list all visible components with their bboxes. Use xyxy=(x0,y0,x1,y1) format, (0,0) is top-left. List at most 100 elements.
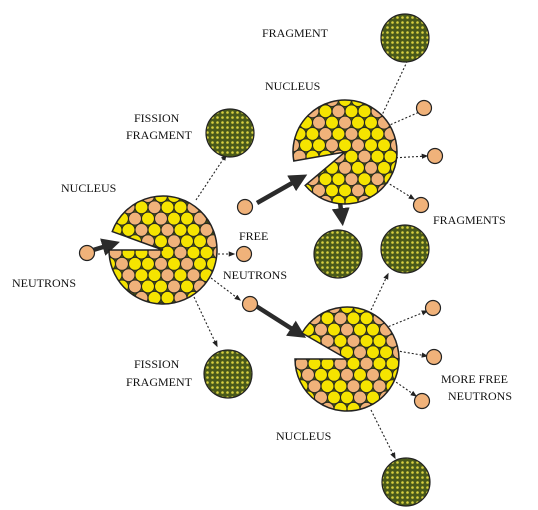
proton-in-nucleus xyxy=(293,115,300,130)
proton-in-nucleus xyxy=(390,115,398,130)
neutron-in-nucleus xyxy=(167,279,181,294)
proton-in-nucleus xyxy=(193,196,207,203)
nucleus-upper xyxy=(274,99,417,220)
neutron-in-nucleus xyxy=(206,302,217,305)
proton-in-nucleus xyxy=(390,183,398,198)
neutron-in-nucleus xyxy=(299,161,313,175)
proton-in-nucleus xyxy=(383,149,398,164)
proton-in-nucleus xyxy=(109,200,110,214)
neutron-in-nucleus xyxy=(338,161,352,175)
free-neutron-4 xyxy=(415,99,433,117)
proton-in-nucleus xyxy=(385,356,400,371)
proton-in-nucleus xyxy=(392,322,400,337)
proton-in-nucleus xyxy=(141,279,155,294)
proton-in-nucleus xyxy=(293,195,294,205)
proton-in-nucleus xyxy=(377,100,391,107)
proton-in-nucleus xyxy=(160,245,175,260)
proton-in-nucleus xyxy=(147,223,162,237)
proton-in-nucleus xyxy=(370,195,385,205)
proton-in-nucleus xyxy=(379,368,393,382)
neutron-in-nucleus xyxy=(357,149,372,164)
arrow-down-upper xyxy=(331,201,350,227)
label-fission-fragment-top-line1: FISSION xyxy=(134,111,180,125)
label-fragment-top: FRAGMENT xyxy=(262,26,329,40)
proton-in-nucleus xyxy=(274,207,287,220)
neutron-in-nucleus xyxy=(318,127,333,141)
proton-in-nucleus xyxy=(276,414,289,427)
neutron-in-nucleus xyxy=(300,207,313,220)
proton-in-nucleus xyxy=(346,356,361,371)
nucleus-lower xyxy=(276,301,419,427)
neutron-in-nucleus xyxy=(109,291,123,305)
arrow-to-upper-nucleus xyxy=(255,174,308,205)
proton-in-nucleus xyxy=(315,414,328,427)
nucleus-lower-nucleons xyxy=(276,301,419,427)
fragment-top xyxy=(380,13,430,63)
proton-in-nucleus xyxy=(109,211,116,226)
proton-in-nucleus xyxy=(346,402,361,411)
proton-in-nucleus xyxy=(344,149,359,164)
free-neutron-3 xyxy=(241,295,259,313)
neutron-in-nucleus xyxy=(326,207,339,220)
neutron-in-nucleus xyxy=(293,195,307,205)
proton-in-nucleus xyxy=(293,149,294,164)
proton-in-nucleus xyxy=(353,322,367,337)
neutron-in-nucleus xyxy=(353,390,367,405)
proton-in-nucleus xyxy=(134,268,149,282)
neutron-in-nucleus xyxy=(206,196,217,203)
free-neutron-6 xyxy=(412,196,430,214)
label-nucleus-top: NUCLEUS xyxy=(265,79,321,93)
neutron-in-nucleus xyxy=(396,149,398,164)
neutron-in-nucleus xyxy=(340,368,354,382)
proton-in-nucleus xyxy=(312,161,326,175)
proton-in-nucleus xyxy=(147,291,162,305)
proton-in-nucleus xyxy=(338,138,352,152)
proton-in-nucleus xyxy=(351,115,365,130)
proton-in-nucleus xyxy=(378,207,391,220)
proton-in-nucleus xyxy=(276,346,289,359)
proton-in-nucleus xyxy=(341,414,354,427)
proton-in-nucleus xyxy=(115,279,129,294)
proton-in-nucleus xyxy=(167,211,181,226)
proton-in-nucleus xyxy=(121,291,136,305)
fragment-bottom xyxy=(381,457,431,507)
proton-in-nucleus xyxy=(167,257,181,271)
proton-in-nucleus xyxy=(327,368,341,382)
proton-in-nucleus xyxy=(154,196,168,203)
neutron-in-nucleus xyxy=(359,356,374,371)
proton-in-nucleus xyxy=(293,104,307,118)
neutron-in-nucleus xyxy=(353,345,367,359)
proton-in-nucleus xyxy=(377,161,391,175)
neutron-in-nucleus xyxy=(154,211,168,226)
proton-in-nucleus xyxy=(121,223,136,237)
neutron-in-nucleus xyxy=(333,311,348,325)
arrow-to-lower-nucleus xyxy=(254,304,307,338)
neutron-in-nucleus xyxy=(393,414,406,427)
neutron-in-nucleus xyxy=(328,414,341,427)
proton-in-nucleus xyxy=(406,301,419,314)
proton-in-nucleus xyxy=(370,127,385,141)
neutron-in-nucleus xyxy=(134,223,149,237)
neutron-in-nucleus xyxy=(372,379,387,393)
proton-in-nucleus xyxy=(372,402,387,411)
proton-in-nucleus xyxy=(193,257,207,271)
proton-in-nucleus xyxy=(186,245,201,260)
neutron-in-nucleus xyxy=(109,268,110,282)
connector-line-1 xyxy=(195,153,227,201)
neutron-in-nucleus xyxy=(109,279,116,294)
proton-in-nucleus xyxy=(380,414,393,427)
nucleus-upper-outline xyxy=(292,99,398,205)
proton-in-nucleus xyxy=(141,257,155,271)
neutron-in-nucleus xyxy=(173,245,188,260)
proton-in-nucleus xyxy=(295,402,296,411)
proton-in-nucleus xyxy=(312,138,326,152)
proton-in-nucleus xyxy=(128,302,142,305)
proton-in-nucleus xyxy=(141,211,155,226)
neutron-in-nucleus xyxy=(121,268,136,282)
proton-in-nucleus xyxy=(128,196,142,203)
neutron-in-nucleus xyxy=(404,162,417,175)
proton-in-nucleus xyxy=(121,245,136,260)
proton-in-nucleus xyxy=(404,184,417,197)
proton-in-nucleus xyxy=(338,183,352,198)
